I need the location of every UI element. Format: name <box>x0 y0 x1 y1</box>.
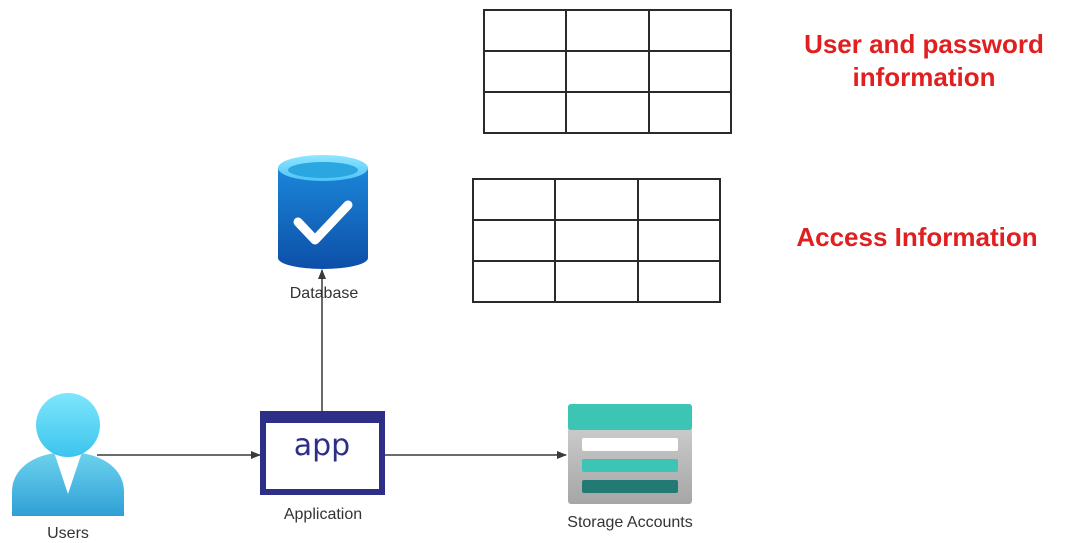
access-table <box>472 178 721 303</box>
access-information-annotation: Access Information <box>796 222 1038 252</box>
user-password-table <box>483 9 732 134</box>
app-icon <box>260 411 385 495</box>
user-icon <box>12 393 124 516</box>
database-label: Database <box>289 285 359 302</box>
database-icon <box>278 155 368 269</box>
application-label: Application <box>283 506 363 523</box>
app-icon-text: app <box>293 428 351 463</box>
users-label: Users <box>47 525 89 542</box>
user-password-annotation: User and password information <box>804 29 1044 92</box>
storage-icon <box>568 404 692 504</box>
storage-accounts-label: Storage Accounts <box>567 514 693 531</box>
